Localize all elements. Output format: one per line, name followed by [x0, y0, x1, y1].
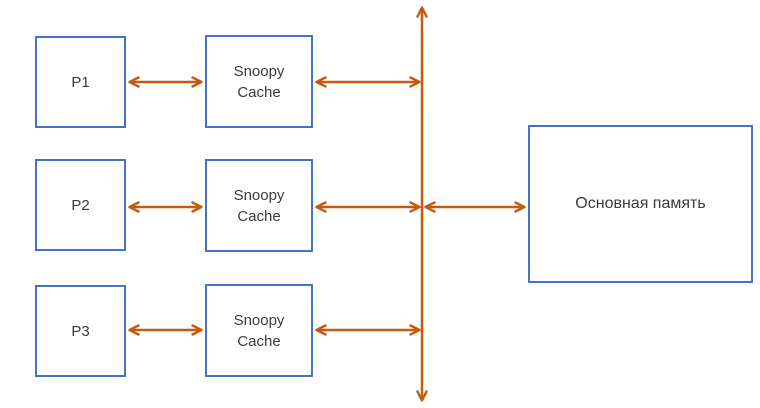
- processor-label-p2: P2: [71, 196, 90, 214]
- snoopy-cache-box-3: Snoopy Cache: [205, 284, 313, 377]
- snoopy-cache-label-3: Snoopy Cache: [233, 311, 285, 350]
- main-memory-box: Основная память: [528, 125, 753, 283]
- main-memory-label: Основная память: [575, 195, 706, 212]
- snoopy-cache-box-1: Snoopy Cache: [205, 35, 313, 128]
- snoopy-cache-label-1: Snoopy Cache: [233, 62, 285, 101]
- processor-label-p3: P3: [71, 322, 90, 340]
- processor-box-p1: P1: [35, 36, 126, 128]
- processor-box-p2: P2: [35, 159, 126, 251]
- processor-label-p1: P1: [71, 73, 90, 91]
- snoopy-cache-box-2: Snoopy Cache: [205, 159, 313, 252]
- snoopy-cache-label-2: Snoopy Cache: [233, 186, 285, 225]
- processor-box-p3: P3: [35, 285, 126, 377]
